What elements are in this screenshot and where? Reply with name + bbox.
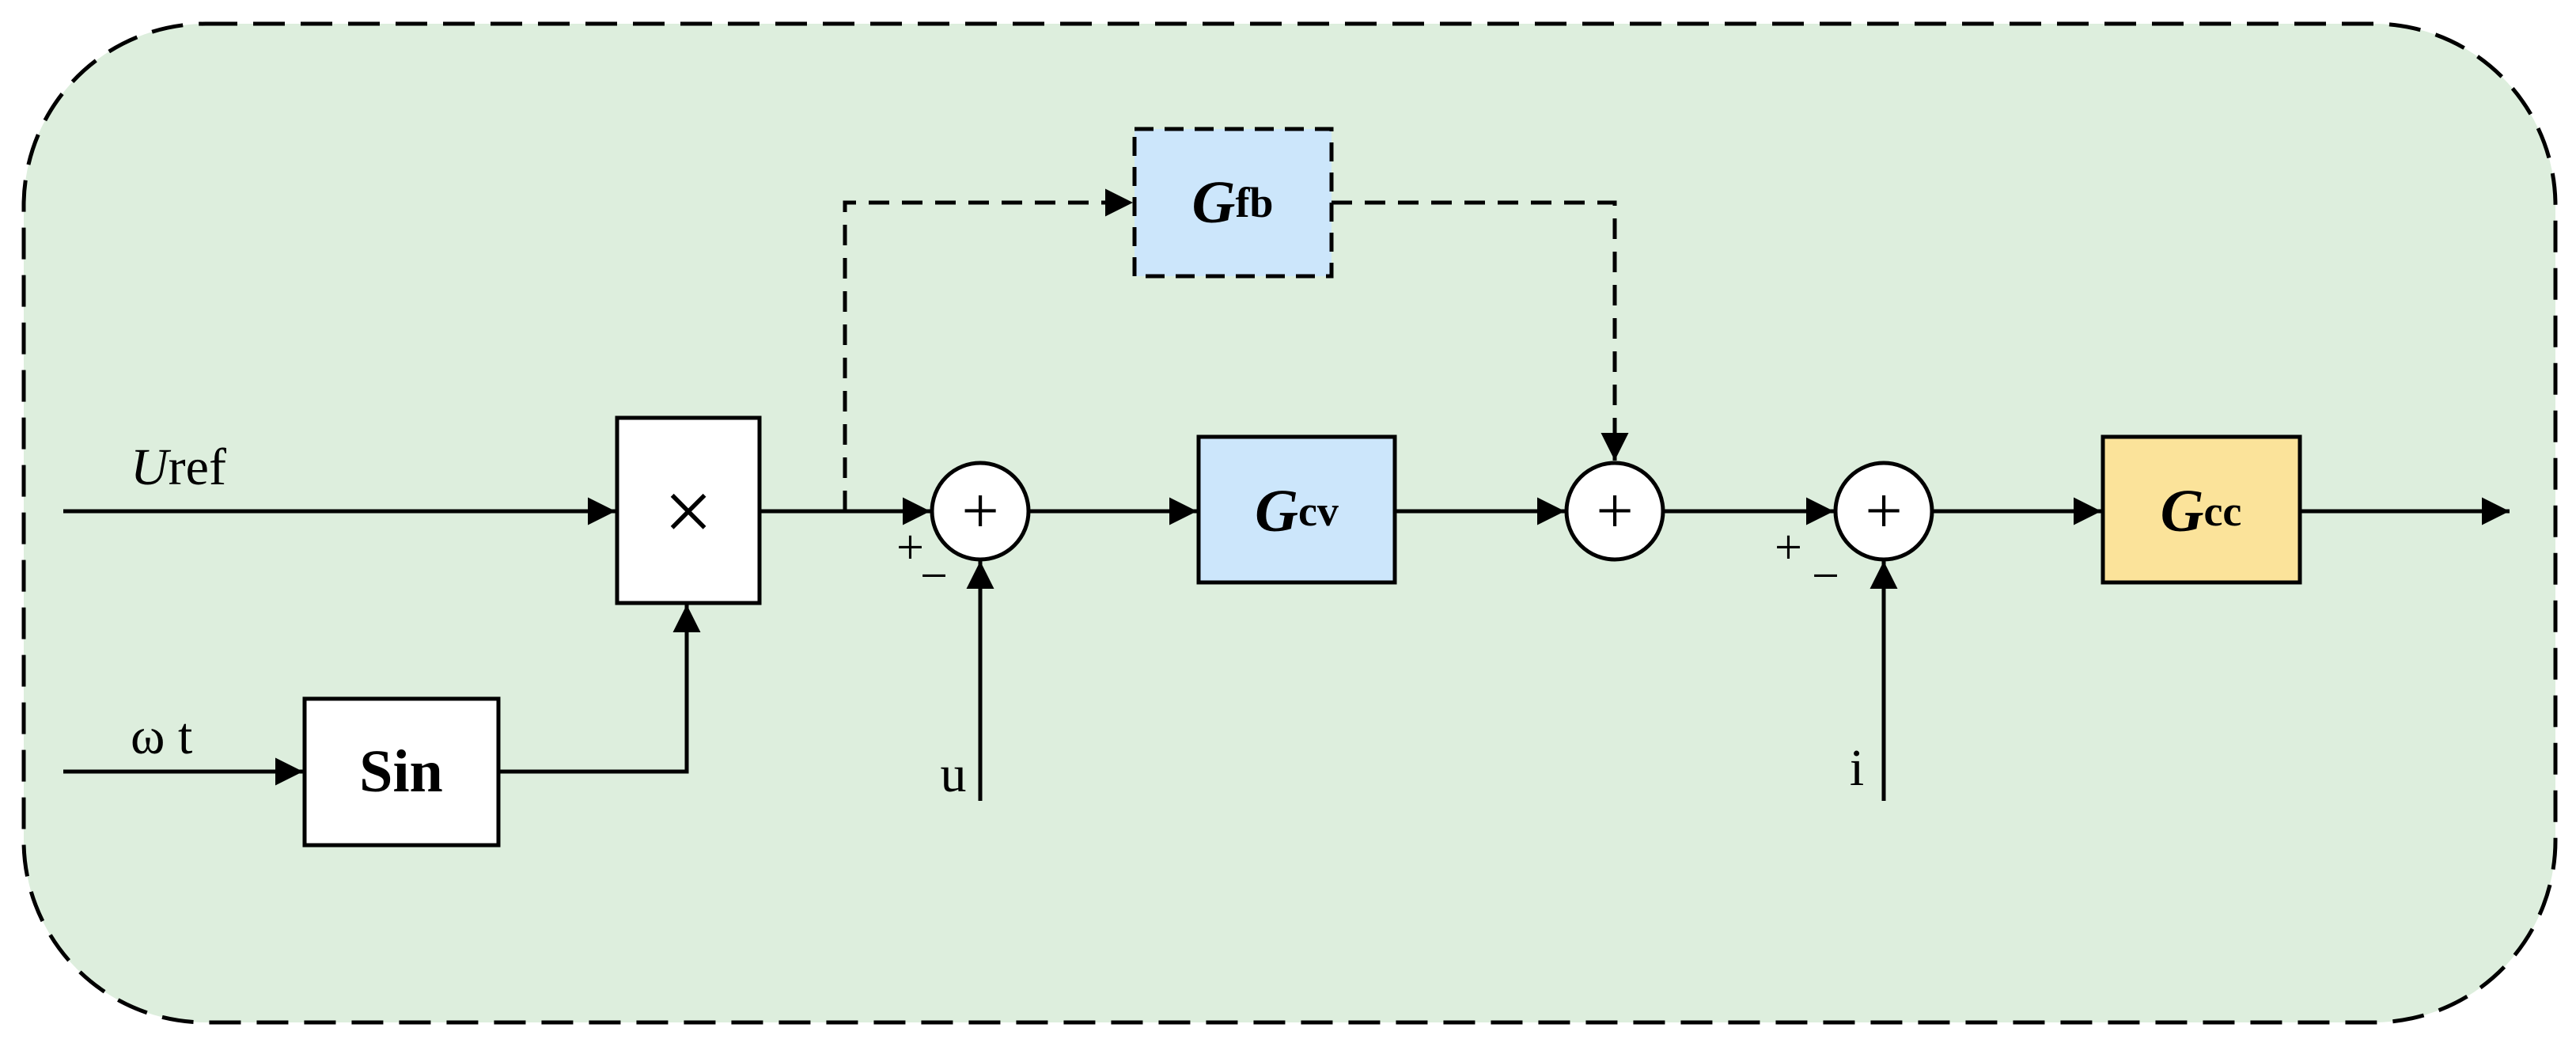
sum1-minus-sign: − (920, 549, 948, 603)
u-feedback-label: u (941, 745, 967, 803)
gcv-subscript: cv (1298, 487, 1339, 535)
svg-text:Gcc: Gcc (2161, 478, 2242, 544)
svg-text:Gfb: Gfb (1192, 169, 1274, 236)
sin-block: Sin (302, 696, 501, 848)
gfb-subscript: fb (1235, 179, 1273, 226)
gcc-block: Gcc (2101, 434, 2302, 585)
sum3-symbol: + (1865, 475, 1902, 548)
gfb-block: Gfb (1132, 127, 1334, 279)
gcc-subscript: cc (2203, 487, 2241, 535)
svg-text:Gcv: Gcv (1255, 478, 1339, 544)
sum1-plus-sign: + (896, 521, 924, 575)
sum3-plus-sign: + (1775, 521, 1802, 575)
summing-junction-1: + (930, 461, 1031, 562)
uref-subscript: ref (169, 438, 226, 496)
i-feedback-label: i (1850, 739, 1864, 797)
gfb-g-symbol: G (1192, 169, 1236, 236)
summing-junction-3: + (1833, 461, 1934, 562)
multiplier-symbol: × (664, 463, 713, 559)
summing-junction-2: + (1564, 461, 1665, 562)
sum3-minus-sign: − (1812, 549, 1839, 603)
svg-text:Uref: Uref (131, 438, 226, 496)
sin-label: Sin (359, 738, 443, 805)
gcv-g-symbol: G (1255, 478, 1298, 544)
sin-to-multiplier-wire (498, 605, 701, 774)
gfb-to-sum2-wire (1332, 200, 1629, 461)
gcv-block: Gcv (1196, 434, 1397, 585)
omega-t-label: ω t (131, 707, 192, 765)
feedforward-to-gfb-wire (843, 188, 1133, 511)
uref-u-symbol: U (131, 438, 172, 496)
sum2-symbol: + (1596, 475, 1633, 548)
gcc-g-symbol: G (2161, 478, 2204, 544)
multiplier-block: × (615, 415, 762, 605)
sum1-symbol: + (961, 475, 998, 548)
